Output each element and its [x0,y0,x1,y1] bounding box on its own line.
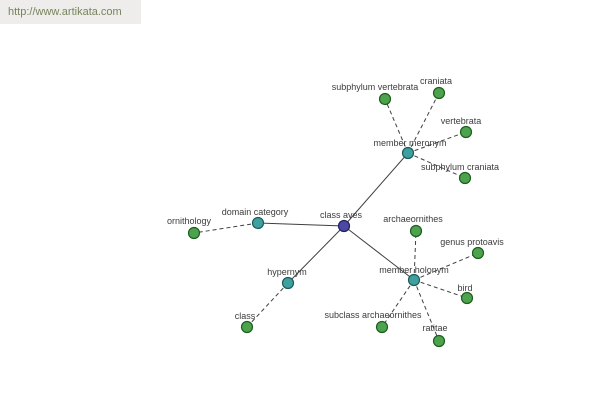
node-domain-category[interactable] [251,216,265,230]
edge-member-holonym--subclass-archaeornithes [381,279,415,328]
node-ratitae[interactable] [432,334,446,348]
node-vertebrata[interactable] [459,125,473,139]
node-subphylum-craniata[interactable] [458,171,472,185]
node-ornithology[interactable] [187,226,201,240]
node-label-subphylum-vertebrata: subphylum vertebrata [332,82,419,92]
edge-domain-category--ornithology [193,222,259,234]
node-label-domain-category: domain category [222,207,289,217]
node-subclass-archaeornithes[interactable] [375,320,389,334]
node-class[interactable] [240,320,254,334]
node-label-subphylum-craniata: subphylum craniata [421,162,499,172]
node-bird[interactable] [460,291,474,305]
edge-hypernym--class [246,282,289,328]
url-bar: http://www.artikata.com [0,0,141,24]
edge-member-holonym--archaeornithes [413,230,417,281]
node-label-bird: bird [457,283,472,293]
node-label-hypernym: hypernym [267,267,307,277]
edge-member-meronym--subphylum-vertebrata [384,98,409,154]
node-label-craniata: craniata [420,76,452,86]
edge-member-meronym--vertebrata [407,131,467,154]
node-label-ornithology: ornithology [167,216,212,226]
url-text: http://www.artikata.com [8,6,122,18]
node-genus-protoavis[interactable] [471,246,485,260]
edge-class-aves--member-holonym [343,225,415,281]
node-archaeornithes[interactable] [409,224,423,238]
node-hypernym[interactable] [281,276,295,290]
node-label-archaeornithes: archaeornithes [383,214,443,224]
node-label-class-aves: class aves [320,210,363,220]
node-label-genus-protoavis: genus protoavis [440,237,504,247]
edge-class-aves--member-meronym [343,152,409,227]
node-label-ratitae: ratitae [422,323,447,333]
node-label-vertebrata: vertebrata [441,116,482,126]
node-class-aves[interactable] [337,219,351,233]
node-craniata[interactable] [432,86,446,100]
node-label-member-meronym: member meronym [373,138,446,148]
node-label-member-holonym: member holonym [379,265,449,275]
node-label-subclass-archaeornithes: subclass archaeornithes [324,310,422,320]
edge-member-meronym--craniata [407,92,440,154]
node-label-class: class [235,311,256,321]
node-member-holonym[interactable] [407,273,421,287]
edge-member-meronym--subphylum-craniata [407,152,466,179]
node-subphylum-vertebrata[interactable] [378,92,392,106]
edge-member-holonym--bird [413,279,468,299]
edge-class-aves--domain-category [257,222,345,227]
node-member-meronym[interactable] [401,146,415,160]
edge-member-holonym--genus-protoavis [413,252,479,281]
edge-class-aves--hypernym [287,225,345,284]
edge-member-holonym--ratitae [413,279,440,342]
